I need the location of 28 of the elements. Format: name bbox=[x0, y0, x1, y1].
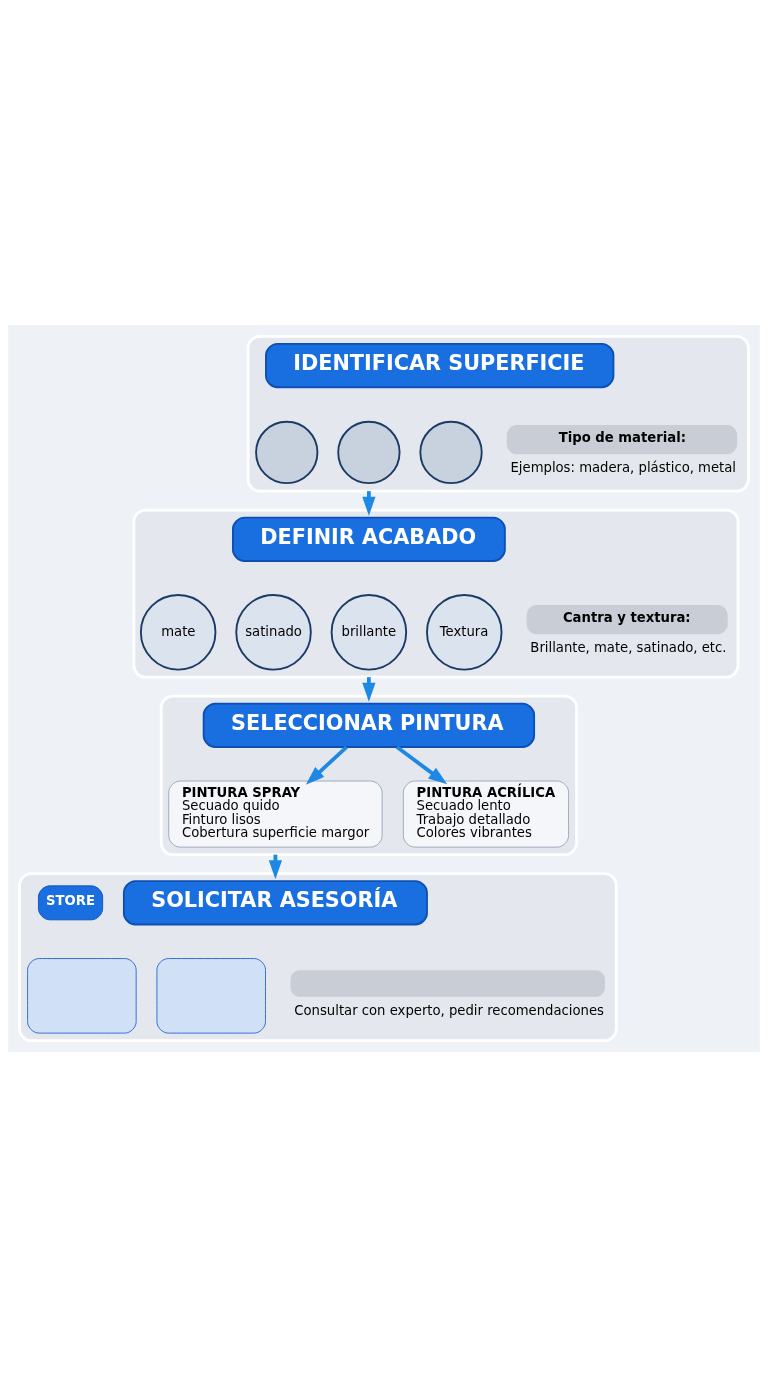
node-box: SELECCIONAR PINTURA bbox=[202, 702, 536, 748]
node-circle: Textura bbox=[426, 593, 503, 671]
node-label: Consultar con experto, pedir recomendaciones bbox=[294, 1002, 604, 1018]
label: STORE bbox=[45, 892, 95, 908]
node-box bbox=[290, 969, 605, 997]
cluster bbox=[132, 508, 740, 679]
node-circle bbox=[337, 420, 401, 484]
node-circle bbox=[419, 420, 483, 484]
node-box: PINTURA ACRÍLICA Secuado lento Trabajo detallado Colores vibrantes bbox=[402, 780, 570, 848]
node-box: Tipo de material: bbox=[506, 424, 738, 454]
node-label: Ejemplos: madera, plástico, metal bbox=[510, 459, 737, 475]
node-box: Cantra y textura: bbox=[526, 604, 728, 634]
node-box bbox=[27, 957, 137, 1034]
node-circle: brillante bbox=[330, 593, 408, 671]
node-box: PINTURA SPRAY Secuado quido Finturo lisos Cobertura superficie margor bbox=[168, 780, 383, 848]
node-box: SOLICITAR ASESORÍA bbox=[122, 879, 428, 925]
node-circle bbox=[255, 420, 319, 484]
node-label: Brillante, mate, satinado, etc. bbox=[530, 639, 727, 655]
arrow bbox=[395, 745, 448, 784]
cluster bbox=[246, 334, 750, 493]
node-circle: satinado bbox=[235, 593, 312, 671]
node-box: DEFINIR ACABADO bbox=[232, 516, 506, 562]
arrow bbox=[305, 745, 348, 785]
node-box: IDENTIFICAR SUPERFICIE bbox=[265, 342, 615, 388]
node-box bbox=[156, 957, 266, 1034]
cluster bbox=[18, 871, 618, 1042]
cluster bbox=[159, 694, 579, 856]
node-circle: mate bbox=[139, 593, 217, 671]
